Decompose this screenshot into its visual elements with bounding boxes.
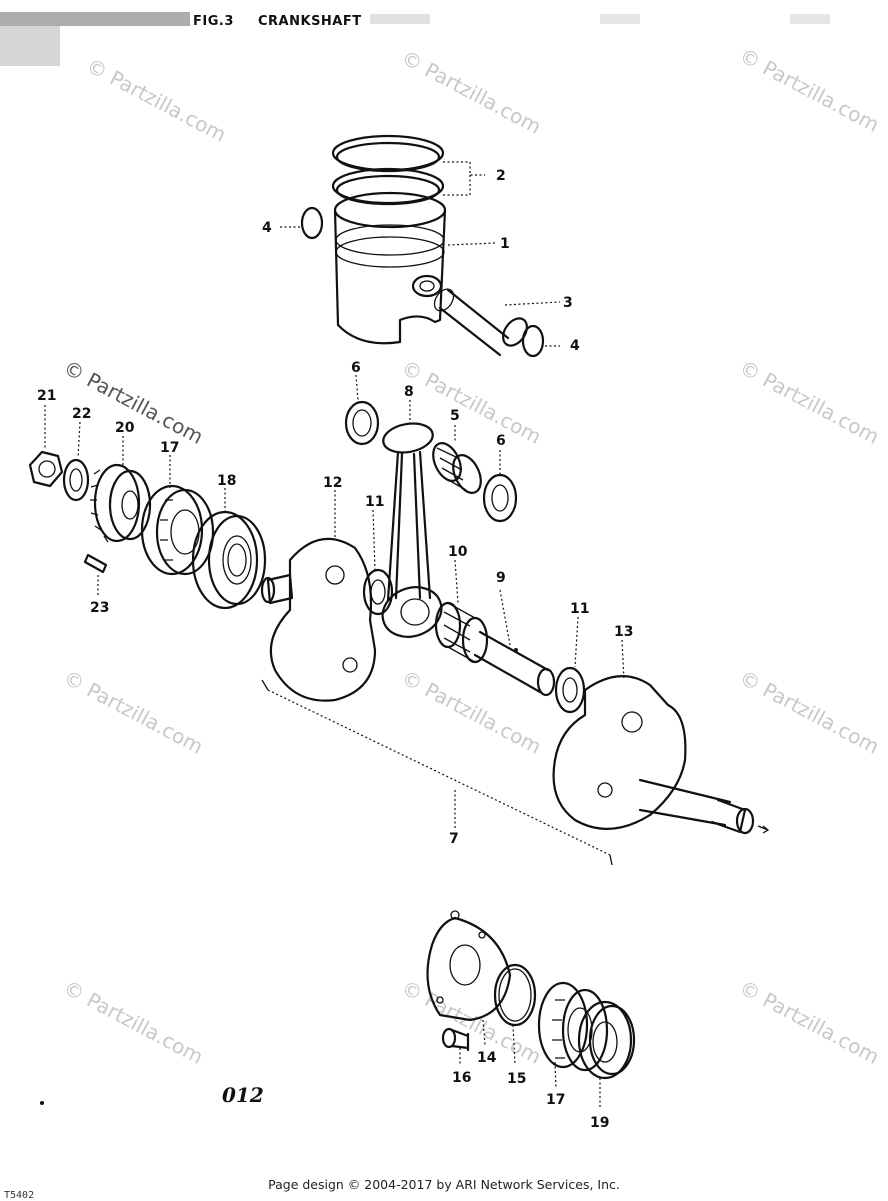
primary-gear — [90, 463, 152, 543]
watermark: © Partzilla.com — [83, 53, 231, 147]
scan-dot — [40, 1101, 44, 1105]
figure-title: CRANKSHAFT — [258, 14, 362, 29]
callout-16: 16 — [452, 1070, 471, 1086]
callout-17-bottom: 17 — [546, 1092, 565, 1108]
footer-copyright: Page design © 2004-2017 by ARI Network S… — [268, 1177, 620, 1192]
shim-washer — [493, 963, 537, 1027]
callout-4-left: 4 — [262, 220, 272, 236]
piston — [333, 191, 447, 345]
figure-number: FIG.3 — [193, 14, 234, 29]
small-end-bearing — [432, 442, 482, 494]
callout-3: 3 — [563, 295, 573, 311]
callout-14: 14 — [477, 1050, 497, 1066]
big-end-bearing — [434, 601, 489, 664]
lock-washer — [62, 458, 90, 502]
piston-rings — [331, 134, 445, 206]
leader-lines — [44, 161, 625, 1108]
watermark: © Partzilla.com — [736, 975, 884, 1069]
callout-8: 8 — [404, 384, 414, 400]
watermark: © Partzilla.com — [398, 355, 546, 449]
callout-4-right: 4 — [570, 338, 580, 354]
callout-7: 7 — [449, 831, 459, 847]
callout-12: 12 — [323, 475, 342, 491]
bearing-retainer-plate — [426, 910, 512, 1022]
callout-5: 5 — [450, 408, 460, 424]
callout-6-upper: 6 — [351, 360, 361, 376]
callout-21: 21 — [37, 388, 56, 404]
crankshaft-assembly-bracket — [261, 679, 613, 866]
piston-pin — [433, 288, 528, 357]
watermark: © Partzilla.com — [736, 355, 884, 449]
callout-15: 15 — [507, 1071, 526, 1087]
circlips — [300, 206, 545, 358]
connecting-rod — [381, 422, 443, 638]
watermark: © Partzilla.com — [736, 665, 884, 759]
oil-seal-left — [191, 510, 267, 610]
main-bearing-left — [140, 484, 215, 576]
callout-11-right: 11 — [570, 601, 589, 617]
corner-code: T5402 — [4, 1190, 35, 1201]
watermark: © Partzilla.com — [398, 665, 546, 759]
oil-seal-right — [577, 1000, 636, 1080]
callout-22: 22 — [72, 406, 91, 422]
callout-6-lower: 6 — [496, 433, 506, 449]
watermark: © Partzilla.com — [736, 43, 884, 137]
callout-13: 13 — [614, 624, 633, 640]
callout-18: 18 — [217, 473, 236, 489]
watermark: © Partzilla.com — [398, 45, 546, 139]
watermark: © Partzilla.com — [60, 975, 208, 1069]
callout-2: 2 — [496, 168, 506, 184]
callout-labels: 1 2 3 4 4 5 6 6 7 8 9 10 11 11 12 13 14 … — [37, 168, 633, 1131]
callout-19: 19 — [590, 1115, 609, 1131]
callout-17-left: 17 — [160, 440, 179, 456]
scan-noise — [0, 12, 830, 66]
woodruff-key — [83, 553, 108, 574]
callout-20: 20 — [115, 420, 135, 436]
thrust-washers — [344, 400, 518, 523]
crank-web-right — [552, 675, 770, 835]
callout-23: 23 — [90, 600, 109, 616]
crank-nut — [28, 450, 64, 488]
callout-9: 9 — [496, 570, 506, 586]
page-code: 012 — [222, 1083, 264, 1107]
retainer-screw — [441, 1027, 470, 1052]
callout-1: 1 — [500, 236, 510, 252]
callout-11-left: 11 — [365, 494, 384, 510]
callout-10: 10 — [448, 544, 468, 560]
crank-web-left — [260, 537, 377, 702]
crank-pin — [473, 630, 556, 697]
watermark: © Partzilla.com — [60, 665, 208, 759]
crankpin-washers — [362, 568, 586, 714]
watermarks: © Partzilla.com © Partzilla.com © Partzi… — [60, 43, 884, 1069]
